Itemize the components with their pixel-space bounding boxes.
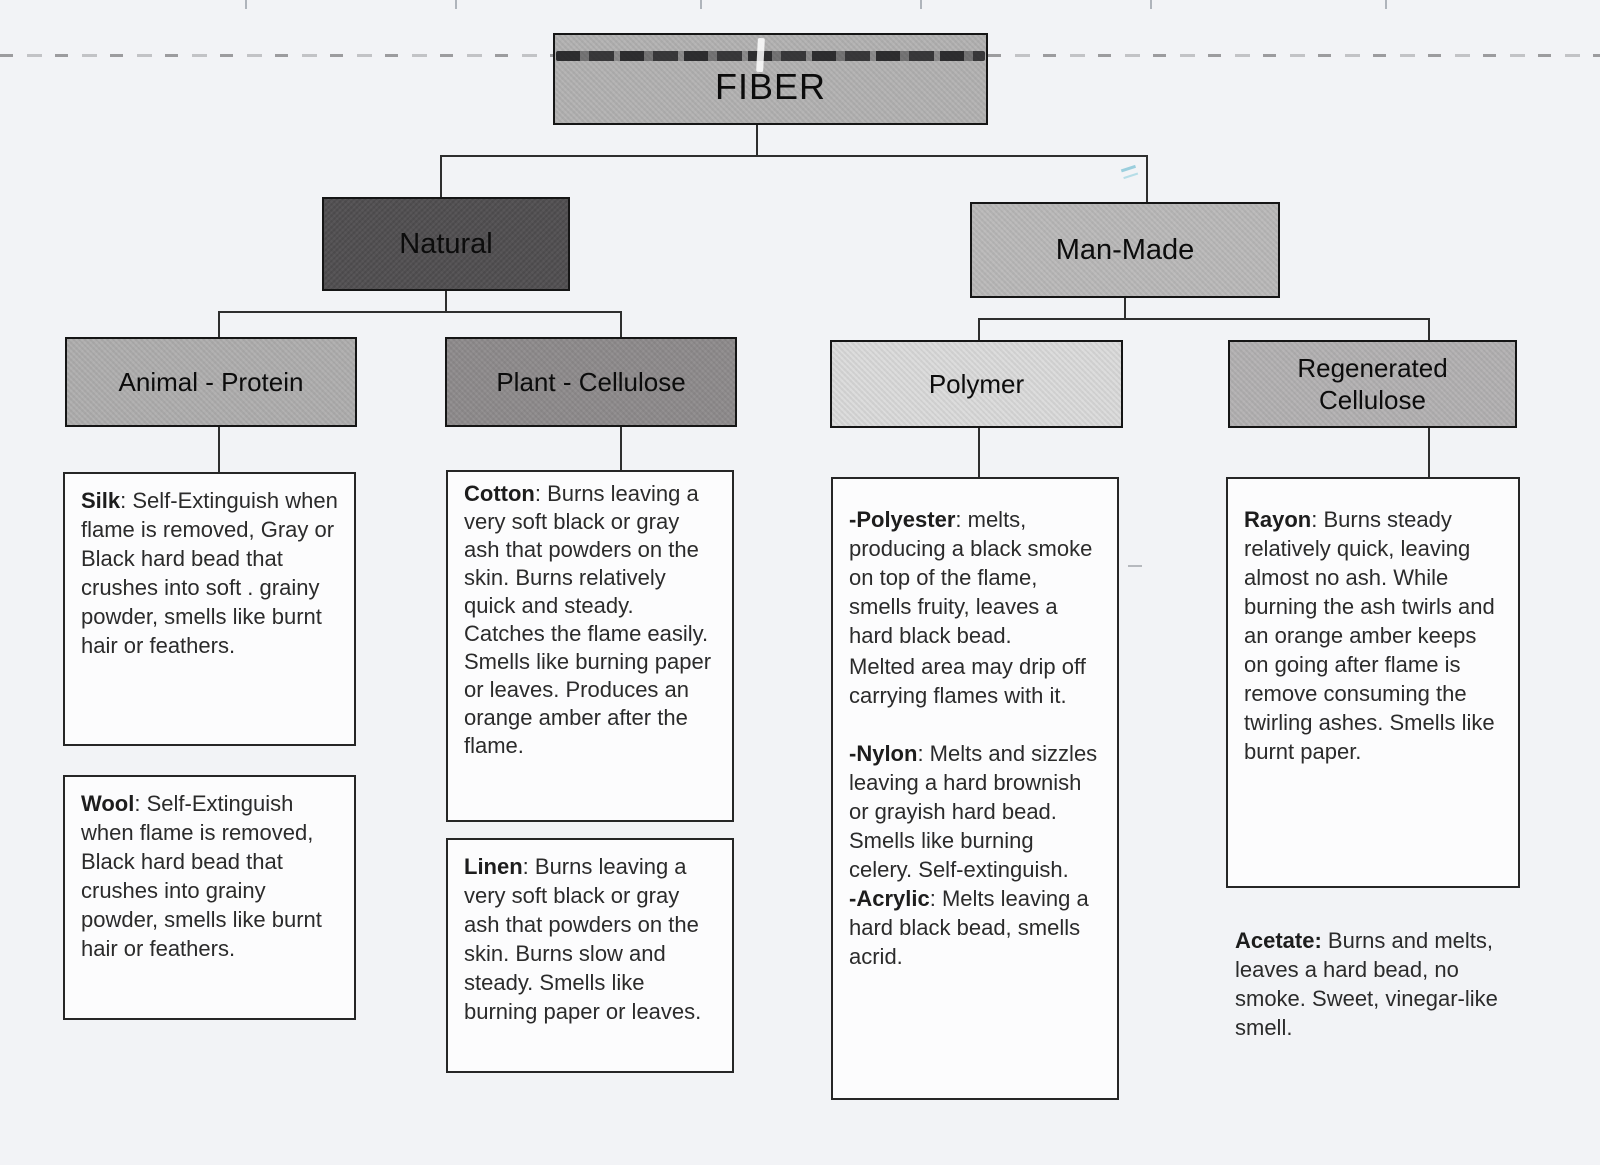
detail-acrylic-text: -Acrylic: Melts leaving a hard black bea… — [849, 884, 1101, 971]
scan-artifact-band — [556, 51, 985, 61]
detail-acetate-text: Acetate: Burns and melts, leaves a hard … — [1235, 926, 1527, 1042]
node-fiber: FIBER — [553, 33, 988, 125]
detail-nylon-text: -Nylon: Melts and sizzles leaving a hard… — [849, 739, 1101, 884]
rayon-body: : Burns steady relatively quick, leaving… — [1244, 507, 1495, 764]
connector — [218, 311, 622, 313]
detail-silk-text: Silk: Self-Extinguish when flame is remo… — [81, 486, 338, 660]
node-man-made: Man-Made — [970, 202, 1280, 298]
scan-tick — [1150, 0, 1152, 9]
scan-tick — [700, 0, 702, 9]
scan-tick — [455, 0, 457, 9]
acrylic-body: : Melts leaving a hard black bead, smell… — [849, 886, 1089, 969]
nylon-body: : Melts and sizzles leaving a hard brown… — [849, 741, 1098, 882]
scan-tick — [245, 0, 247, 9]
node-natural-label: Natural — [399, 227, 493, 260]
cotton-term: Cotton — [464, 481, 535, 506]
acetate-body: Burns and melts, leaves a hard bead, no … — [1235, 928, 1498, 1040]
detail-cotton: Cotton: Burns leaving a very soft black … — [446, 470, 734, 822]
connector — [445, 289, 447, 311]
node-regenerated-cellulose-label: Regenerated Cellulose — [1297, 352, 1448, 416]
node-animal-protein-label: Animal - Protein — [118, 366, 304, 397]
detail-melted-note: Melted area may drip off carrying flames… — [849, 652, 1101, 710]
connector — [1146, 155, 1148, 204]
node-plant-cellulose: Plant - Cellulose — [445, 337, 737, 427]
linen-term: Linen — [464, 854, 523, 879]
connector — [1124, 296, 1126, 318]
polyester-body: : melts, producing a black smoke on top … — [849, 507, 1093, 648]
connector — [620, 427, 622, 470]
detail-silk: Silk: Self-Extinguish when flame is remo… — [63, 472, 356, 746]
wool-body: : Self-Extinguish when flame is removed,… — [81, 791, 322, 961]
detail-rayon-text: Rayon: Burns steady relatively quick, le… — [1244, 505, 1502, 766]
cotton-body: : Burns leaving a very soft black or gra… — [464, 481, 712, 758]
connector — [756, 125, 758, 155]
acrylic-term: -Acrylic — [849, 886, 930, 911]
nylon-term: -Nylon — [849, 741, 918, 766]
silk-body: : Self-Extinguish when flame is removed,… — [81, 488, 338, 658]
scan-artifact-blue-mark — [1120, 164, 1139, 180]
node-man-made-label: Man-Made — [1055, 233, 1195, 266]
node-polymer-label: Polymer — [928, 368, 1025, 399]
node-polymer: Polymer — [830, 340, 1123, 428]
connector — [218, 311, 220, 339]
connector — [218, 427, 220, 472]
detail-polymer-fibers: -Polyester: melts, producing a black smo… — [831, 477, 1119, 1100]
connector — [440, 155, 1148, 157]
detail-polyester-text: -Polyester: melts, producing a black smo… — [849, 505, 1101, 650]
melted-note-body: Melted area may drip off carrying flames… — [849, 654, 1086, 708]
polyester-term: -Polyester — [849, 507, 956, 532]
silk-term: Silk — [81, 488, 121, 513]
detail-linen-text: Linen: Burns leaving a very soft black o… — [464, 852, 716, 1026]
connector — [1428, 428, 1430, 477]
detail-rayon: Rayon: Burns steady relatively quick, le… — [1226, 477, 1520, 888]
detail-acetate: Acetate: Burns and melts, leaves a hard … — [1235, 926, 1527, 1042]
scan-tick — [920, 0, 922, 9]
connector — [978, 318, 1430, 320]
wool-term: Wool — [81, 791, 135, 816]
connector — [440, 155, 442, 199]
connector — [620, 311, 622, 339]
acetate-term: Acetate: — [1235, 928, 1322, 953]
rayon-term: Rayon — [1244, 507, 1312, 532]
detail-linen: Linen: Burns leaving a very soft black o… — [446, 838, 734, 1073]
detail-wool: Wool: Self-Extinguish when flame is remo… — [63, 775, 356, 1020]
node-animal-protein: Animal - Protein — [65, 337, 357, 427]
detail-wool-text: Wool: Self-Extinguish when flame is remo… — [81, 789, 338, 963]
node-plant-cellulose-label: Plant - Cellulose — [496, 366, 686, 397]
scan-tick — [1385, 0, 1387, 9]
linen-body: : Burns leaving a very soft black or gra… — [464, 854, 702, 1024]
connector — [978, 318, 980, 342]
scan-artifact-line — [988, 54, 1600, 57]
connector — [978, 428, 980, 477]
scan-artifact-dash — [1128, 565, 1142, 567]
node-regenerated-cellulose: Regenerated Cellulose — [1228, 340, 1517, 428]
node-natural: Natural — [322, 197, 570, 291]
scan-artifact-line — [0, 54, 553, 57]
connector — [1428, 318, 1430, 342]
detail-cotton-text: Cotton: Burns leaving a very soft black … — [464, 480, 716, 760]
node-fiber-label: FIBER — [714, 66, 826, 107]
